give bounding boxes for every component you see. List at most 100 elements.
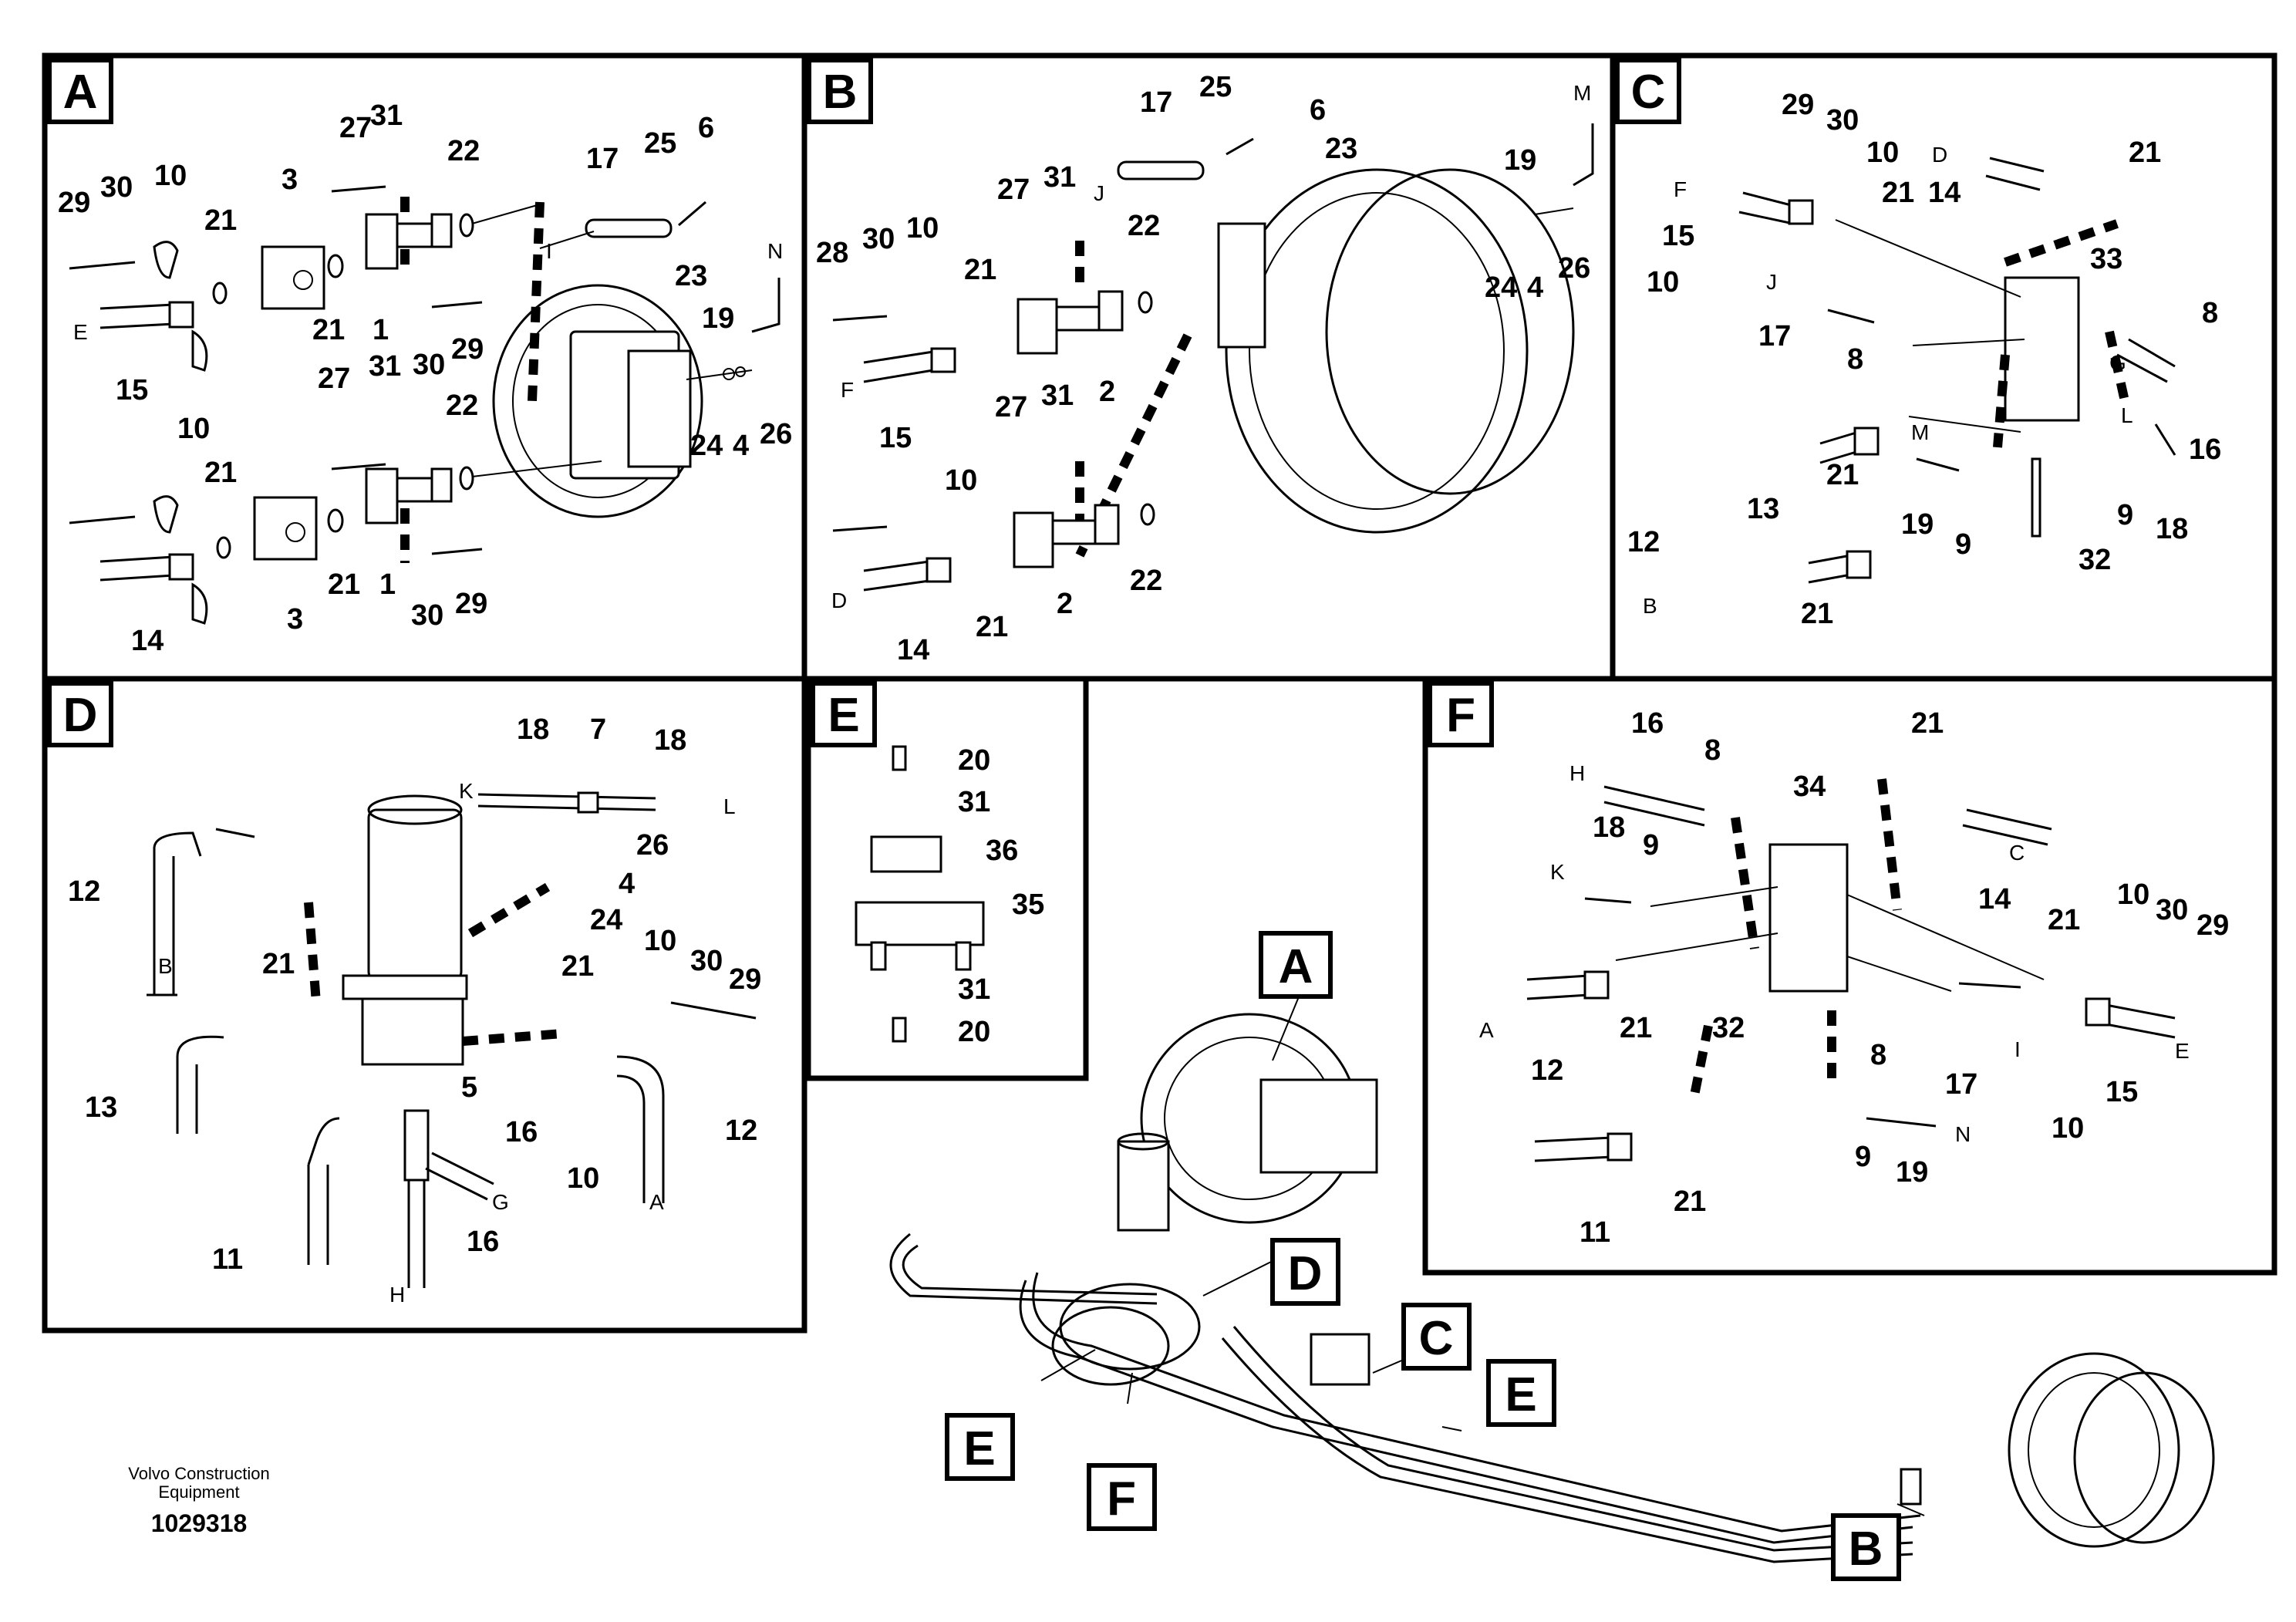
overview-tag-e-right: E [1486, 1359, 1556, 1427]
callout: 8 [2202, 297, 2218, 329]
callout: 1 [373, 314, 389, 346]
panel-e-callouts: 20 31 36 35 31 20 [958, 744, 1044, 1048]
callout: D [831, 588, 847, 612]
callout: 24 [1485, 271, 1517, 304]
callout: 29 [1782, 89, 1814, 121]
callout: 31 [958, 786, 990, 818]
callout: 29 [451, 333, 484, 366]
panel-b-drawing [832, 123, 1594, 592]
panel-a-tag: A [47, 58, 113, 124]
overview-tag-e-left: E [945, 1413, 1015, 1481]
callout: 22 [1128, 210, 1160, 242]
callout: 10 [1647, 266, 1679, 298]
overview-tag-c: C [1401, 1303, 1472, 1371]
panel-c-callouts: 29 30 10 D 14 21 F 15 21 10 J 17 8 33 8 … [1627, 89, 2221, 630]
panel-d-frame [42, 676, 807, 1334]
callout: G [492, 1190, 509, 1214]
svg-text:C: C [1631, 66, 1666, 119]
callout: 20 [958, 1016, 990, 1048]
svg-text:F: F [1107, 1472, 1136, 1526]
callout: 22 [447, 135, 480, 167]
callout: 30 [690, 945, 723, 977]
svg-text:B: B [823, 66, 858, 119]
callout: K [459, 779, 474, 803]
svg-text:D: D [63, 689, 98, 742]
panel-d-callouts: 18 7 18 K L 26 4 24 12 B 21 21 10 30 29 … [68, 713, 761, 1307]
callout: 15 [2106, 1076, 2138, 1108]
callout: 29 [2197, 909, 2229, 942]
svg-text:F: F [1446, 689, 1475, 742]
panel-b-frame [801, 52, 1616, 682]
panel-a-callouts: 27 31 22 17 25 6 29 30 10 21 3 21 1 30 2… [58, 99, 792, 657]
callout: 30 [2156, 894, 2188, 926]
callout: 9 [1855, 1141, 1871, 1173]
callout: 27 [997, 174, 1030, 206]
callout: 29 [729, 963, 761, 996]
callout: 30 [413, 349, 445, 381]
callout: 4 [619, 868, 635, 900]
callout: 22 [1130, 565, 1162, 597]
panel-d-drawing [147, 791, 757, 1288]
svg-text:Equipment: Equipment [158, 1482, 239, 1502]
callout: 9 [1955, 528, 1971, 561]
callout: 28 [816, 237, 848, 269]
callout: 21 [204, 204, 237, 237]
overview-tag-d: D [1270, 1238, 1340, 1306]
callout: 30 [100, 171, 133, 204]
callout: 3 [287, 603, 303, 636]
callout: N [767, 239, 783, 263]
svg-text:1029318: 1029318 [151, 1509, 248, 1537]
callout: 10 [177, 413, 210, 445]
callout: 26 [760, 418, 792, 450]
callout: 18 [2156, 513, 2188, 545]
callout: 16 [467, 1226, 499, 1258]
callout: M [1911, 420, 1929, 444]
callout: 17 [1140, 86, 1172, 119]
callout: 21 [964, 254, 996, 286]
callout: 17 [1945, 1068, 1977, 1101]
svg-text:Volvo Construction: Volvo Construction [128, 1464, 269, 1483]
overview-drawing [889, 994, 2215, 1563]
callout: 12 [1531, 1054, 1563, 1087]
callout: 27 [339, 112, 372, 144]
callout: 5 [461, 1071, 477, 1104]
callout: H [389, 1283, 405, 1307]
callout: B [1643, 594, 1657, 618]
callout: 14 [131, 625, 164, 657]
panel-d-tag: D [47, 681, 113, 747]
callout: 3 [282, 164, 298, 196]
callout: 1 [379, 568, 396, 601]
callout: 21 [204, 457, 237, 489]
callout: 21 [1826, 459, 1859, 491]
callout: 10 [2052, 1112, 2084, 1145]
panel-e-frame [805, 676, 1089, 1081]
callout: 10 [1866, 137, 1899, 169]
callout: 30 [862, 223, 895, 255]
callout: 20 [958, 744, 990, 777]
panel-e-tag: E [811, 681, 877, 747]
callout: 23 [1325, 133, 1357, 165]
callout: 11 [1580, 1216, 1610, 1249]
callout: F [1674, 177, 1687, 201]
callout: 21 [1911, 707, 1944, 740]
callout: 30 [411, 599, 443, 632]
callout: 16 [505, 1116, 538, 1148]
svg-text:A: A [63, 66, 98, 119]
svg-text:B: B [1849, 1523, 1883, 1576]
panel-b-callouts: 17 25 6 23 M 19 J 27 31 22 28 30 10 21 F… [816, 71, 1591, 666]
callout: I [546, 239, 552, 263]
callout: 21 [976, 611, 1008, 643]
callout: 18 [517, 713, 549, 746]
callout: 6 [1310, 94, 1326, 126]
callout: 17 [586, 143, 619, 175]
panel-a-drawing [69, 185, 781, 625]
callout: 33 [2090, 243, 2122, 275]
callout: 19 [1504, 144, 1536, 177]
callout: 10 [567, 1162, 599, 1195]
callout: 21 [312, 314, 345, 346]
callout: 21 [2129, 137, 2161, 169]
callout: 4 [733, 430, 749, 462]
callout: 29 [58, 187, 90, 219]
callout: 12 [68, 875, 100, 908]
